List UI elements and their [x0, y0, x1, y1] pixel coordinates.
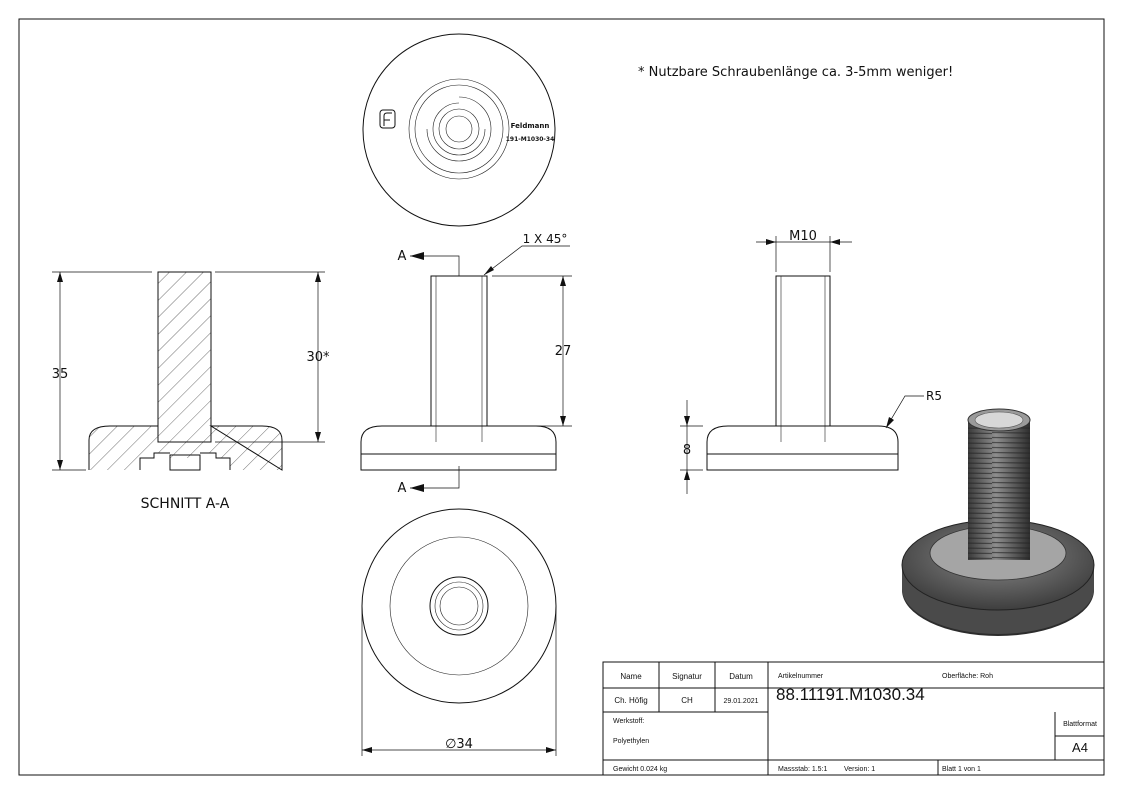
front-view: A A 1 X 45° 27	[360, 232, 572, 496]
section-marker-top: A	[398, 249, 407, 264]
tb-signatur: CH	[681, 696, 693, 705]
dim-thread-length: 27	[555, 344, 572, 359]
tb-werkstoff-label: Werkstoff:	[613, 718, 644, 725]
tb-blattformat: A4	[1072, 740, 1088, 755]
sheet-border	[18, 18, 1105, 776]
section-view: 35 30* SCHNITT A-A	[52, 271, 330, 512]
tb-version: Version: 1	[844, 766, 875, 773]
dim-chamfer: 1 X 45°	[523, 232, 568, 246]
tb-name: Ch. Höfig	[614, 696, 647, 705]
tb-gewicht: Gewicht 0.024 kg	[613, 766, 667, 773]
tb-oberflaeche: Oberfläche: Roh	[942, 673, 993, 680]
usable-length-note: * Nutzbare Schraubenlänge ca. 3-5mm weni…	[638, 65, 953, 80]
section-label: SCHNITT A-A	[141, 496, 230, 512]
dim-base-height: 8	[683, 443, 691, 458]
section-marker-bottom: A	[398, 481, 407, 496]
tb-signatur-header: Signatur	[672, 672, 702, 681]
tb-artikelnummer: 88.11191.M1030.34	[776, 685, 925, 704]
tb-blattformat-label: Blattformat	[1063, 721, 1097, 728]
dim-total-height: 35	[52, 367, 69, 382]
tb-name-header: Name	[620, 672, 642, 681]
iso-render	[901, 408, 1095, 636]
bottom-view: ∅34	[361, 508, 557, 756]
diameter-value: 34	[456, 737, 473, 752]
tb-datum: 29.01.2021	[723, 698, 758, 705]
dim-thread: M10	[789, 229, 817, 244]
dim-diameter: ∅34	[445, 737, 473, 752]
tb-datum-header: Datum	[729, 672, 753, 681]
tb-blatt: Blatt 1 von 1	[942, 766, 981, 773]
tb-artikelnummer-label: Artikelnummer	[778, 673, 824, 680]
logo-brand-text: Feldmann	[511, 122, 550, 130]
logo-code-text: 191-M1030-34	[506, 136, 555, 143]
side-view: M10 R5 8	[680, 229, 942, 494]
diameter-symbol: ∅	[445, 737, 456, 752]
top-view: Feldmann 191-M1030-34	[362, 33, 556, 227]
dim-radius: R5	[926, 389, 942, 403]
tb-werkstoff: Polyethylen	[613, 738, 649, 745]
title-block: Name Signatur Datum Ch. Höfig CH 29.01.2…	[602, 661, 1105, 776]
dim-usable-length: 30*	[306, 350, 330, 365]
feldmann-logo-icon	[379, 109, 396, 129]
tb-massstab: Massstab: 1.5:1	[778, 766, 828, 773]
